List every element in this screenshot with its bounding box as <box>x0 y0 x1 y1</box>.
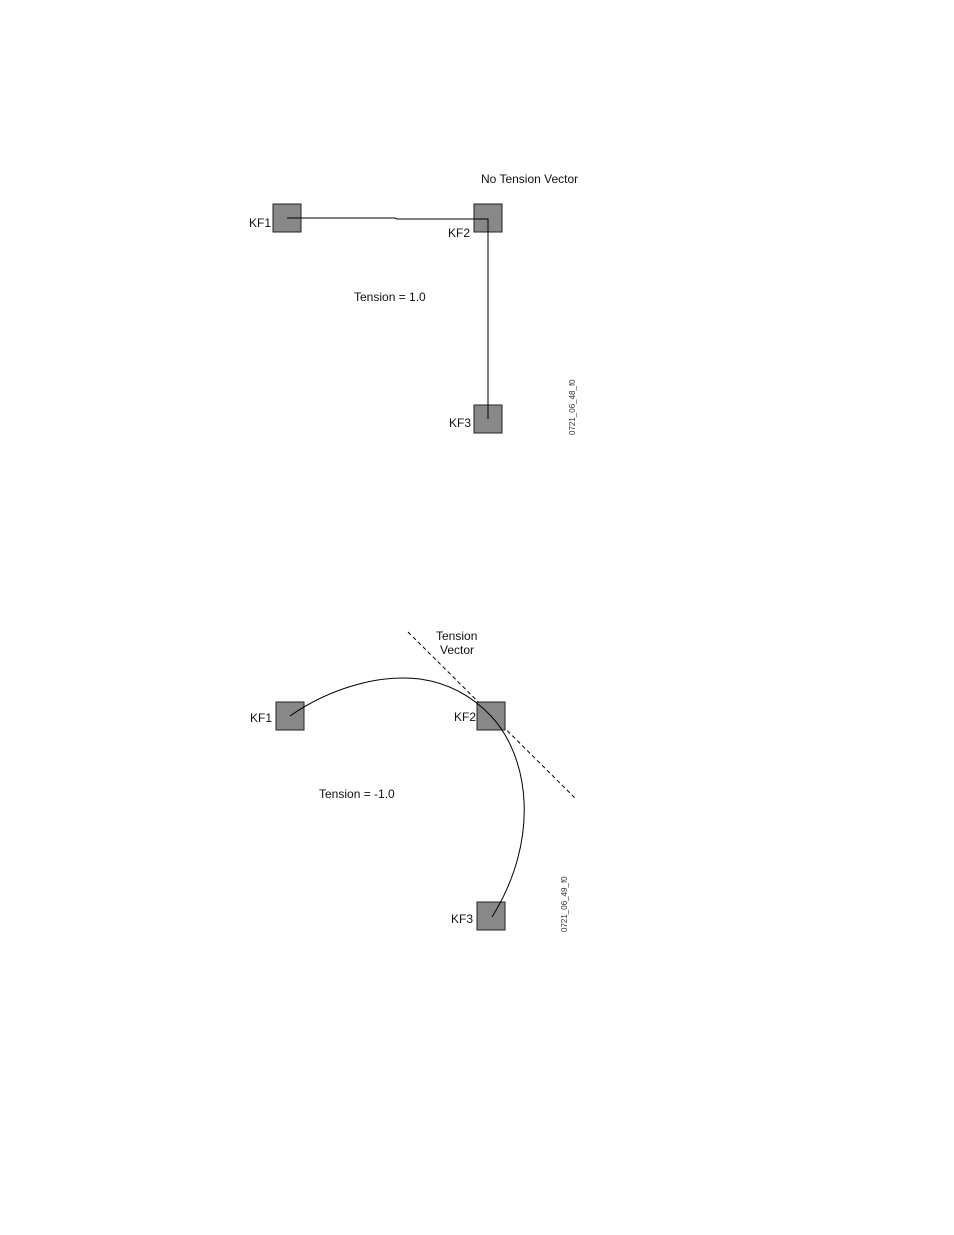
tension-vector-label-line1: Tension <box>436 629 477 643</box>
path-linear-curve <box>287 217 489 419</box>
figure-tension-positive: No Tension Vector KF1 KF2 KF3 Tension = … <box>249 172 578 435</box>
keyframe-2-label: KF2 <box>448 226 470 240</box>
keyframe-3-marker <box>476 901 506 931</box>
figure-id-label: 0721_06_48_f0 <box>568 379 577 435</box>
tension-label: Tension = -1.0 <box>319 787 395 801</box>
figure-tension-negative: Tension Vector KF1 KF2 KF3 Tension = -1.… <box>250 629 576 932</box>
keyframe-3-label: KF3 <box>451 912 473 926</box>
figure-id-label: 0721_06_49_f0 <box>560 876 569 932</box>
keyframe-1-label: KF1 <box>249 216 271 230</box>
keyframe-2-label: KF2 <box>454 710 476 724</box>
keyframe-3-label: KF3 <box>449 416 471 430</box>
tension-label: Tension = 1.0 <box>354 290 426 304</box>
keyframe-1-label: KF1 <box>250 711 272 725</box>
no-tension-vector-caption: No Tension Vector <box>481 172 578 186</box>
tension-vector-label-line2: Vector <box>440 643 474 657</box>
path-smooth-curve <box>289 677 525 918</box>
tension-vector-line <box>407 631 576 799</box>
